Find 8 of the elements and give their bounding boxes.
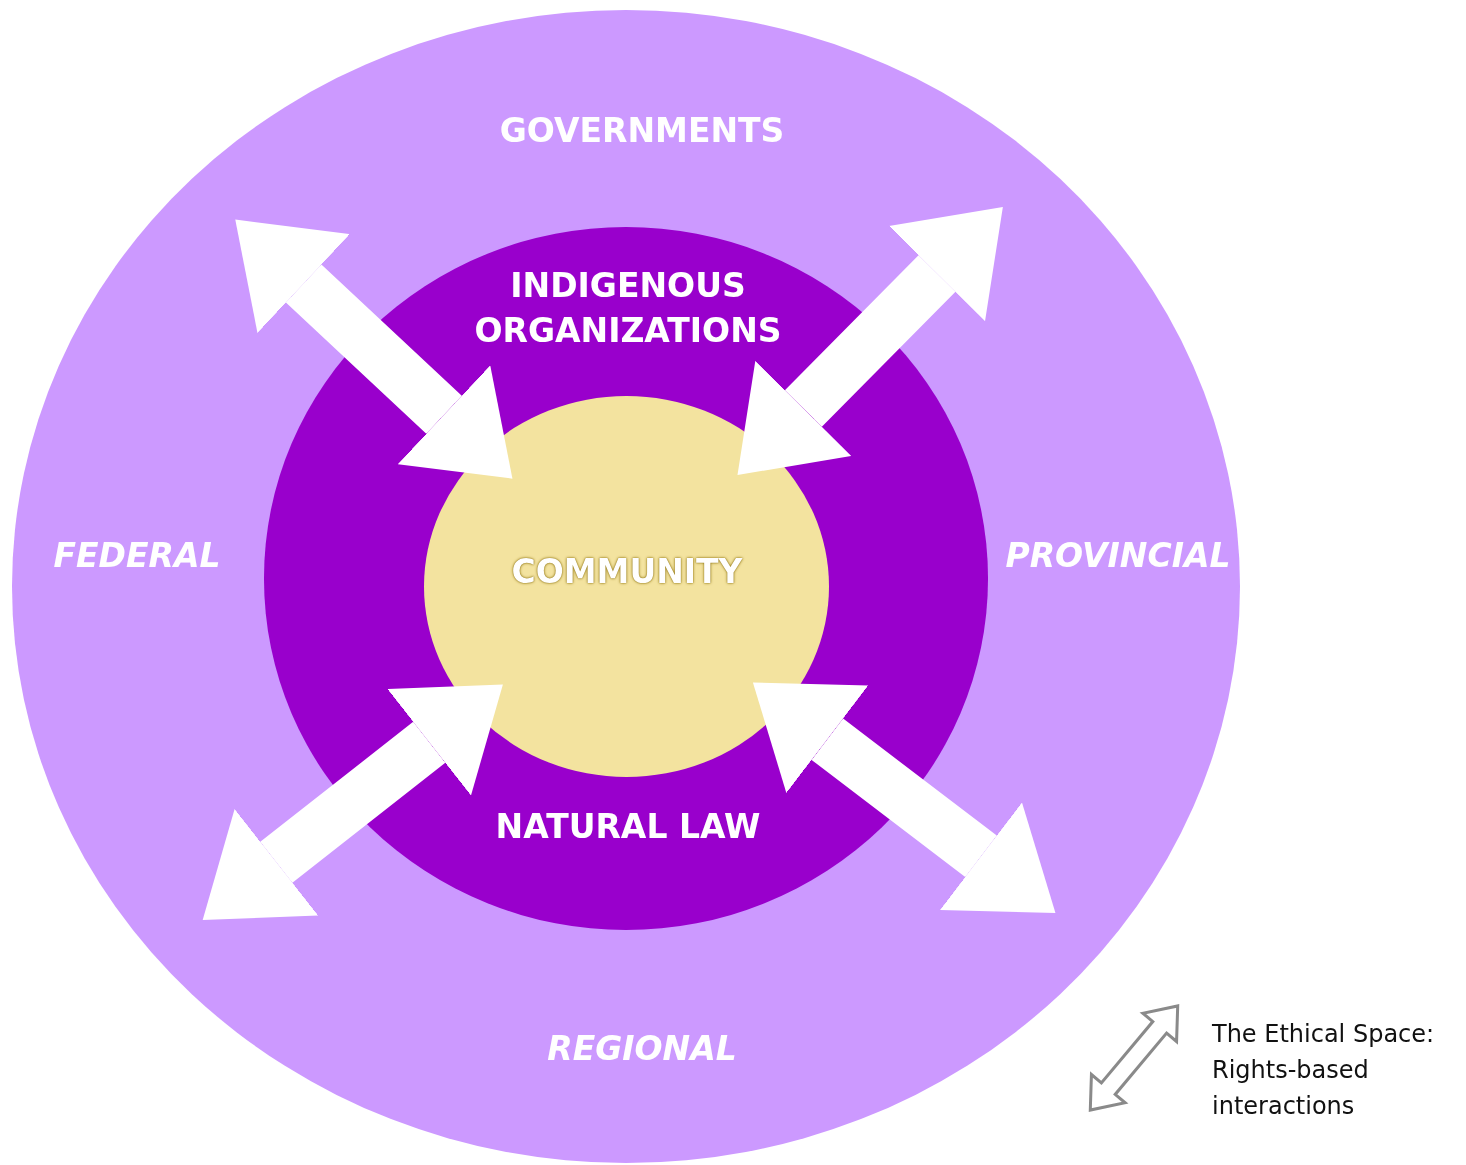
legend-text: The Ethical Space: Rights-based interactions [1212, 1019, 1436, 1122]
center-label: COMMUNITY [511, 551, 743, 594]
ring-label: PROVINCIAL [1005, 534, 1231, 577]
ring-label: FEDERAL [53, 534, 221, 577]
ring-label: REGIONAL [547, 1027, 737, 1070]
ring-label: INDIGENOUS ORGANIZATIONS [473, 265, 783, 353]
ring-label: NATURAL LAW [495, 806, 761, 849]
ring-label: GOVERNMENTS [499, 109, 785, 152]
